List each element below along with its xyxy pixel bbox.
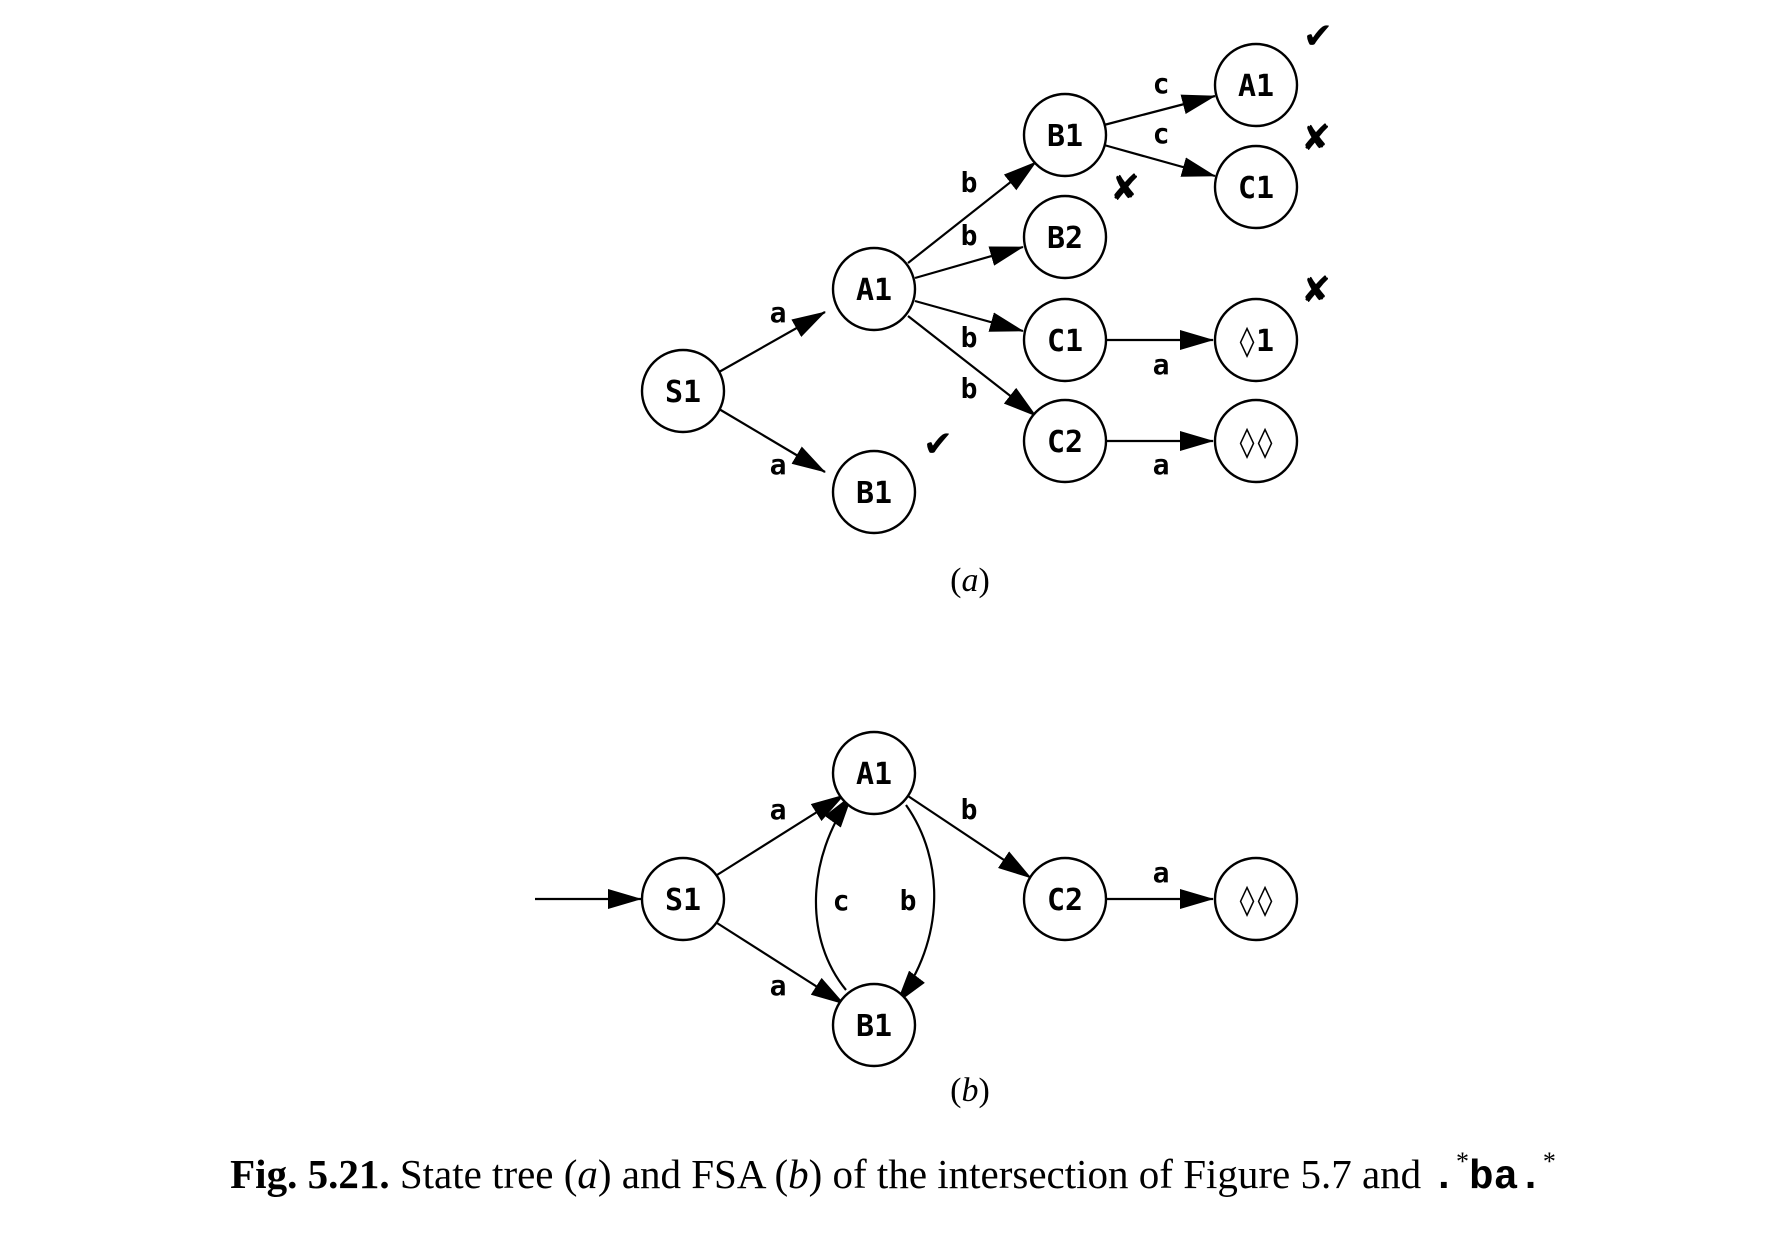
state-s1	[640, 348, 726, 434]
check-mark-icon: ✔	[923, 424, 953, 465]
state-label-a1: A1	[856, 757, 892, 792]
edge-s1-a1	[716, 794, 845, 876]
state-diamond-1	[1213, 297, 1299, 383]
cross-mark-icon: ✘	[1110, 168, 1140, 209]
edge-label-s1-b1: a	[770, 969, 787, 1002]
edge-a1-b1	[896, 804, 936, 1004]
figure-caption-sup-1: *	[1456, 1147, 1470, 1176]
edge-label-b1-a1: c	[833, 884, 850, 917]
state-label-c1-leaf: C1	[1238, 171, 1274, 206]
figure-caption-sup-2: *	[1542, 1147, 1556, 1176]
state-b1	[831, 982, 917, 1068]
edge-label-c2-dd: a	[1153, 856, 1170, 889]
state-b1	[1022, 92, 1108, 178]
state-a1	[831, 730, 917, 816]
cross-mark-icon: ✘	[1301, 270, 1331, 311]
state-a1-leaf	[1213, 42, 1299, 128]
figure-caption-regex-1: .	[1431, 1155, 1457, 1201]
edge-label-a1-b2: b	[961, 219, 978, 252]
subfigure-caption-a: (a)	[950, 562, 990, 599]
edge-label-a1-c1: b	[961, 321, 978, 354]
edge-s1-b1	[718, 408, 826, 473]
edge-s1-a1	[718, 311, 826, 373]
cross-mark-icon: ✘	[1301, 118, 1331, 159]
state-b2	[1022, 194, 1108, 280]
state-label-diamond-1: ◊1	[1238, 324, 1274, 359]
state-label-a1-leaf: A1	[1238, 69, 1274, 104]
edge-label-b1-c1-leaf: c	[1153, 117, 1170, 150]
state-label-diamond-diamond: ◊◊	[1238, 883, 1274, 918]
state-label-s1: S1	[665, 375, 701, 410]
state-c2	[1022, 856, 1108, 942]
edge-label-a1-c2: b	[961, 793, 978, 826]
edge-label-c1-d1: a	[1153, 348, 1170, 381]
state-label-c1: C1	[1047, 324, 1083, 359]
state-c1	[1022, 297, 1108, 383]
edge-a1-b2	[914, 245, 1024, 280]
figure-caption-text-2: ) and FSA (	[597, 1151, 789, 1197]
state-label-a1: A1	[856, 273, 892, 308]
figure-caption-em-1: a	[577, 1151, 598, 1197]
state-diamond-diamond	[1213, 856, 1299, 942]
state-label-c2: C2	[1047, 883, 1083, 918]
subfigure-caption-a-letter: a	[962, 562, 979, 599]
state-label-b1: B1	[856, 1009, 892, 1044]
edge-a1-b1	[907, 161, 1037, 264]
figure-caption-em-2: b	[788, 1151, 809, 1197]
edge-label-c2-dd: a	[1153, 448, 1170, 481]
state-c1-leaf	[1213, 144, 1299, 230]
edge-label-s1-a1: a	[770, 793, 787, 826]
state-tree-a: a a b b b b c c a a S1 A1 B1 B1 B2 C1 C2…	[640, 16, 1333, 599]
figure-caption-label: Fig. 5.21.	[230, 1151, 390, 1197]
edge-label-s1-b1: a	[770, 448, 787, 481]
edge-s1-b1	[716, 922, 845, 1005]
state-label-b1: B1	[1047, 119, 1083, 154]
edge-a1-c1	[914, 299, 1024, 333]
edge-label-a1-b1: b	[900, 884, 917, 917]
subfigure-caption-b-letter: b	[962, 1072, 979, 1109]
edge-a1-c2	[907, 795, 1032, 879]
state-diamond-diamond	[1213, 398, 1299, 484]
subfigure-caption-b: (b)	[950, 1072, 990, 1109]
state-a1	[831, 246, 917, 332]
state-label-diamond-diamond: ◊◊	[1238, 425, 1274, 460]
edge-label-a1-b1: b	[961, 166, 978, 199]
edge-b1-a1-leaf	[1103, 94, 1216, 127]
figure-caption-text-3: ) of the intersection of Figure 5.7 and	[808, 1151, 1422, 1197]
state-label-b2: B2	[1047, 221, 1083, 256]
state-b1-root	[831, 449, 917, 535]
edge-b1-c1-leaf	[1103, 143, 1216, 178]
figure-caption-text-1: State tree (	[399, 1151, 578, 1197]
fsa-b: a a c b b a S1 A1 B1 C2 ◊◊ (b)	[535, 730, 1299, 1109]
state-s1	[640, 856, 726, 942]
state-label-s1: S1	[665, 883, 701, 918]
edge-a1-c2	[907, 315, 1037, 417]
edge-label-a1-c2: b	[961, 372, 978, 405]
state-c2	[1022, 398, 1108, 484]
edge-b1-a1	[814, 794, 853, 991]
state-label-c2: C2	[1047, 425, 1083, 460]
state-label-b1-root: B1	[856, 476, 892, 511]
figure-caption-regex-2: ba.	[1469, 1155, 1543, 1201]
check-mark-icon: ✔	[1303, 16, 1333, 57]
edge-label-b1-a1-leaf: c	[1153, 67, 1170, 100]
edge-label-s1-a1: a	[770, 296, 787, 329]
figure-caption: Fig. 5.21. State tree (a) and FSA (b) of…	[0, 1147, 1786, 1202]
